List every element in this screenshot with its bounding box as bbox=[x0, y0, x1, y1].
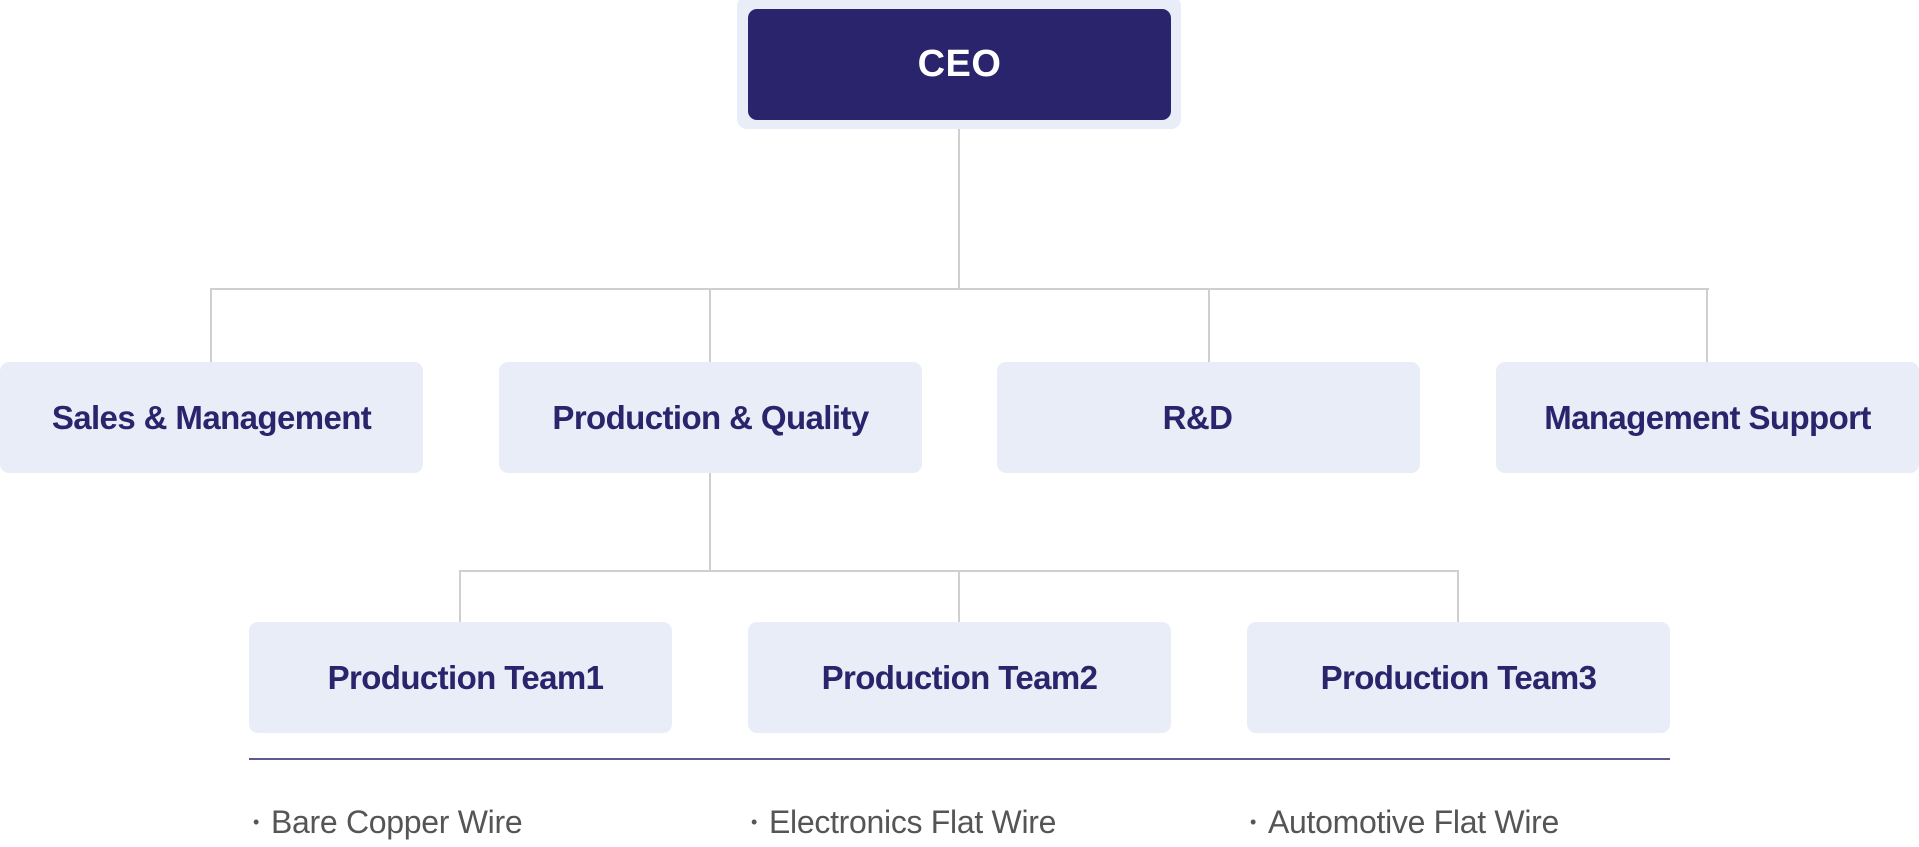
products-divider bbox=[249, 758, 1670, 760]
product-label: Electronics Flat Wire bbox=[769, 803, 1057, 840]
product-label: Automotive Flat Wire bbox=[1268, 803, 1559, 840]
department-sales-management[interactable]: Sales & Management bbox=[0, 362, 423, 473]
department-rnd[interactable]: R&D bbox=[997, 362, 1420, 473]
team-label: Production Team2 bbox=[821, 658, 1098, 696]
connector-management-support bbox=[1706, 288, 1708, 362]
department-label: Sales & Management bbox=[51, 398, 372, 436]
connector-team1 bbox=[459, 570, 461, 622]
connector-ceo-down bbox=[958, 129, 960, 290]
product-item-team1: • Bare Copper Wire bbox=[253, 800, 523, 844]
connector-team3 bbox=[1457, 570, 1459, 622]
ceo-label: CEO bbox=[917, 43, 1002, 85]
team-label: Production Team3 bbox=[1320, 658, 1597, 696]
connector-sales bbox=[210, 288, 212, 362]
department-production-quality[interactable]: Production & Quality bbox=[499, 362, 922, 473]
bullet-icon: • bbox=[751, 811, 758, 832]
production-team-2[interactable]: Production Team2 bbox=[748, 622, 1171, 733]
ceo-node[interactable]: CEO bbox=[748, 9, 1171, 120]
department-label: Management Support bbox=[1544, 398, 1871, 436]
production-team-3[interactable]: Production Team3 bbox=[1247, 622, 1670, 733]
production-team-1[interactable]: Production Team1 bbox=[249, 622, 672, 733]
connector-production-quality bbox=[709, 288, 711, 362]
connector-team2 bbox=[958, 570, 960, 622]
connector-rnd bbox=[1208, 288, 1210, 362]
team-label: Production Team1 bbox=[327, 658, 604, 696]
product-item-team2: • Electronics Flat Wire bbox=[751, 800, 1056, 844]
bullet-icon: • bbox=[253, 811, 260, 832]
connector-departments-bar bbox=[210, 288, 1709, 290]
connector-production-quality-down bbox=[709, 473, 711, 572]
bullet-icon: • bbox=[1250, 811, 1257, 832]
department-label: Production & Quality bbox=[552, 398, 869, 436]
product-item-team3: • Automotive Flat Wire bbox=[1250, 800, 1559, 844]
product-label: Bare Copper Wire bbox=[271, 803, 523, 840]
department-label: R&D bbox=[1162, 398, 1233, 436]
department-management-support[interactable]: Management Support bbox=[1496, 362, 1919, 473]
